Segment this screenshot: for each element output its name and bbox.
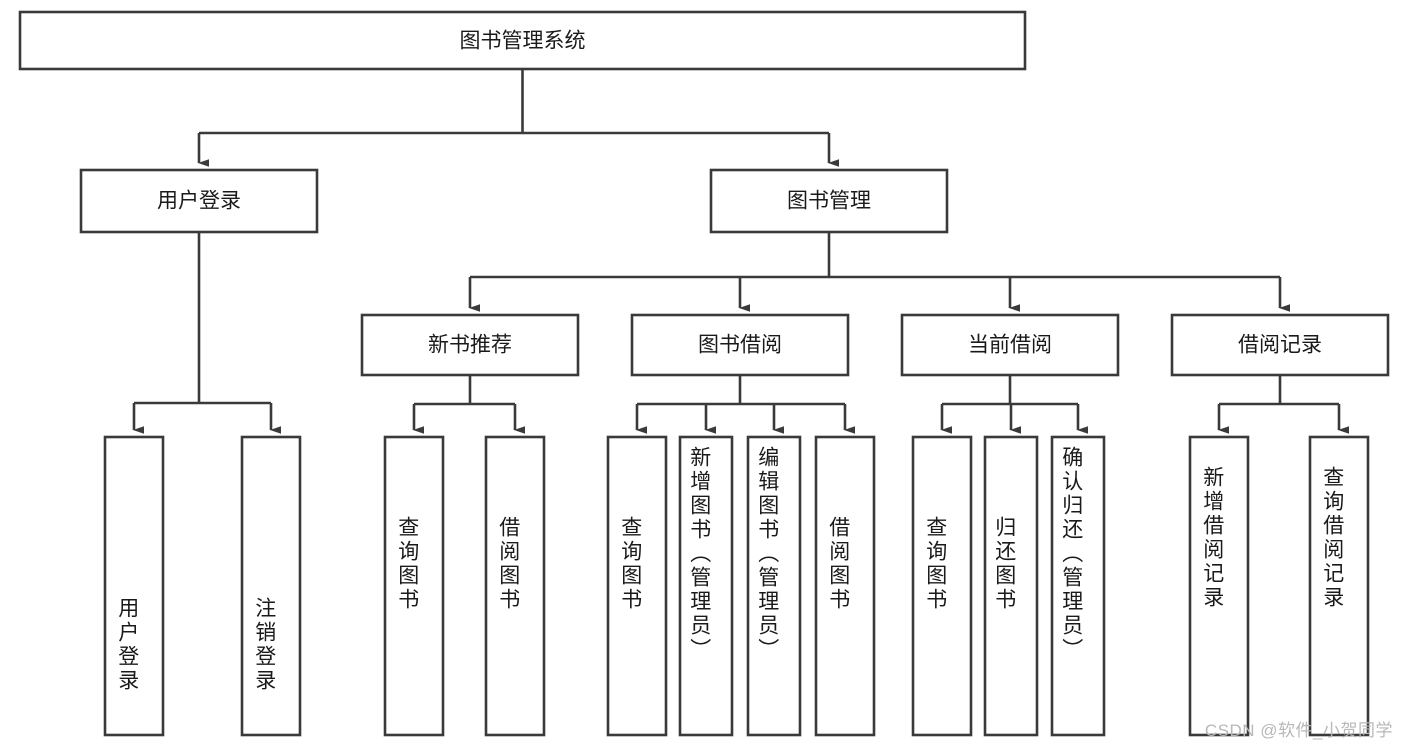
leaf-box-return-book[interactable] bbox=[983, 435, 1039, 737]
node-user-login-box[interactable] bbox=[79, 168, 319, 234]
connector-layer bbox=[132, 69, 1349, 434]
node-root-box[interactable] bbox=[18, 10, 1027, 71]
leaf-box-edit-book-admin[interactable] bbox=[746, 435, 802, 737]
leaf-box-query-borrow-record[interactable] bbox=[1308, 435, 1370, 737]
leaf-box-borrow-book-2[interactable] bbox=[814, 435, 876, 737]
leaf-box-add-book-admin[interactable] bbox=[678, 435, 734, 737]
leaf-box-query-book-1[interactable] bbox=[383, 435, 445, 737]
leaf-box-confirm-return-admin[interactable] bbox=[1050, 435, 1106, 737]
node-layer: 图书管理系统 用户登录 图书管理 新书推荐 图书借阅 当前借阅 借阅记录 bbox=[18, 10, 1390, 737]
leaf-box-logout[interactable] bbox=[240, 435, 302, 737]
node-user-login-label: 用户登录 bbox=[157, 190, 241, 213]
node-current-borrow-label: 当前借阅 bbox=[968, 334, 1052, 357]
node-borrow-record-box[interactable] bbox=[1170, 313, 1390, 377]
leaf-box-borrow-book-1[interactable] bbox=[484, 435, 546, 737]
node-new-book-recommend-box[interactable] bbox=[360, 313, 580, 377]
leaf-box-query-book-2[interactable] bbox=[606, 435, 668, 737]
node-book-borrow-box[interactable] bbox=[630, 313, 850, 377]
node-current-borrow-box[interactable] bbox=[900, 313, 1120, 377]
leaf-box-add-borrow-record[interactable] bbox=[1188, 435, 1250, 737]
node-new-book-recommend-label: 新书推荐 bbox=[428, 334, 512, 357]
watermark-text: CSDN @软件_小贺同学 bbox=[1204, 721, 1393, 740]
leaf-box-user-login[interactable] bbox=[103, 435, 165, 737]
node-book-management-label: 图书管理 bbox=[787, 190, 871, 213]
node-root-label: 图书管理系统 bbox=[460, 30, 586, 53]
node-book-management-box[interactable] bbox=[709, 168, 949, 234]
leaf-box-query-book-3[interactable] bbox=[911, 435, 973, 737]
node-book-borrow-label: 图书借阅 bbox=[698, 334, 782, 357]
node-borrow-record-label: 借阅记录 bbox=[1238, 334, 1322, 357]
